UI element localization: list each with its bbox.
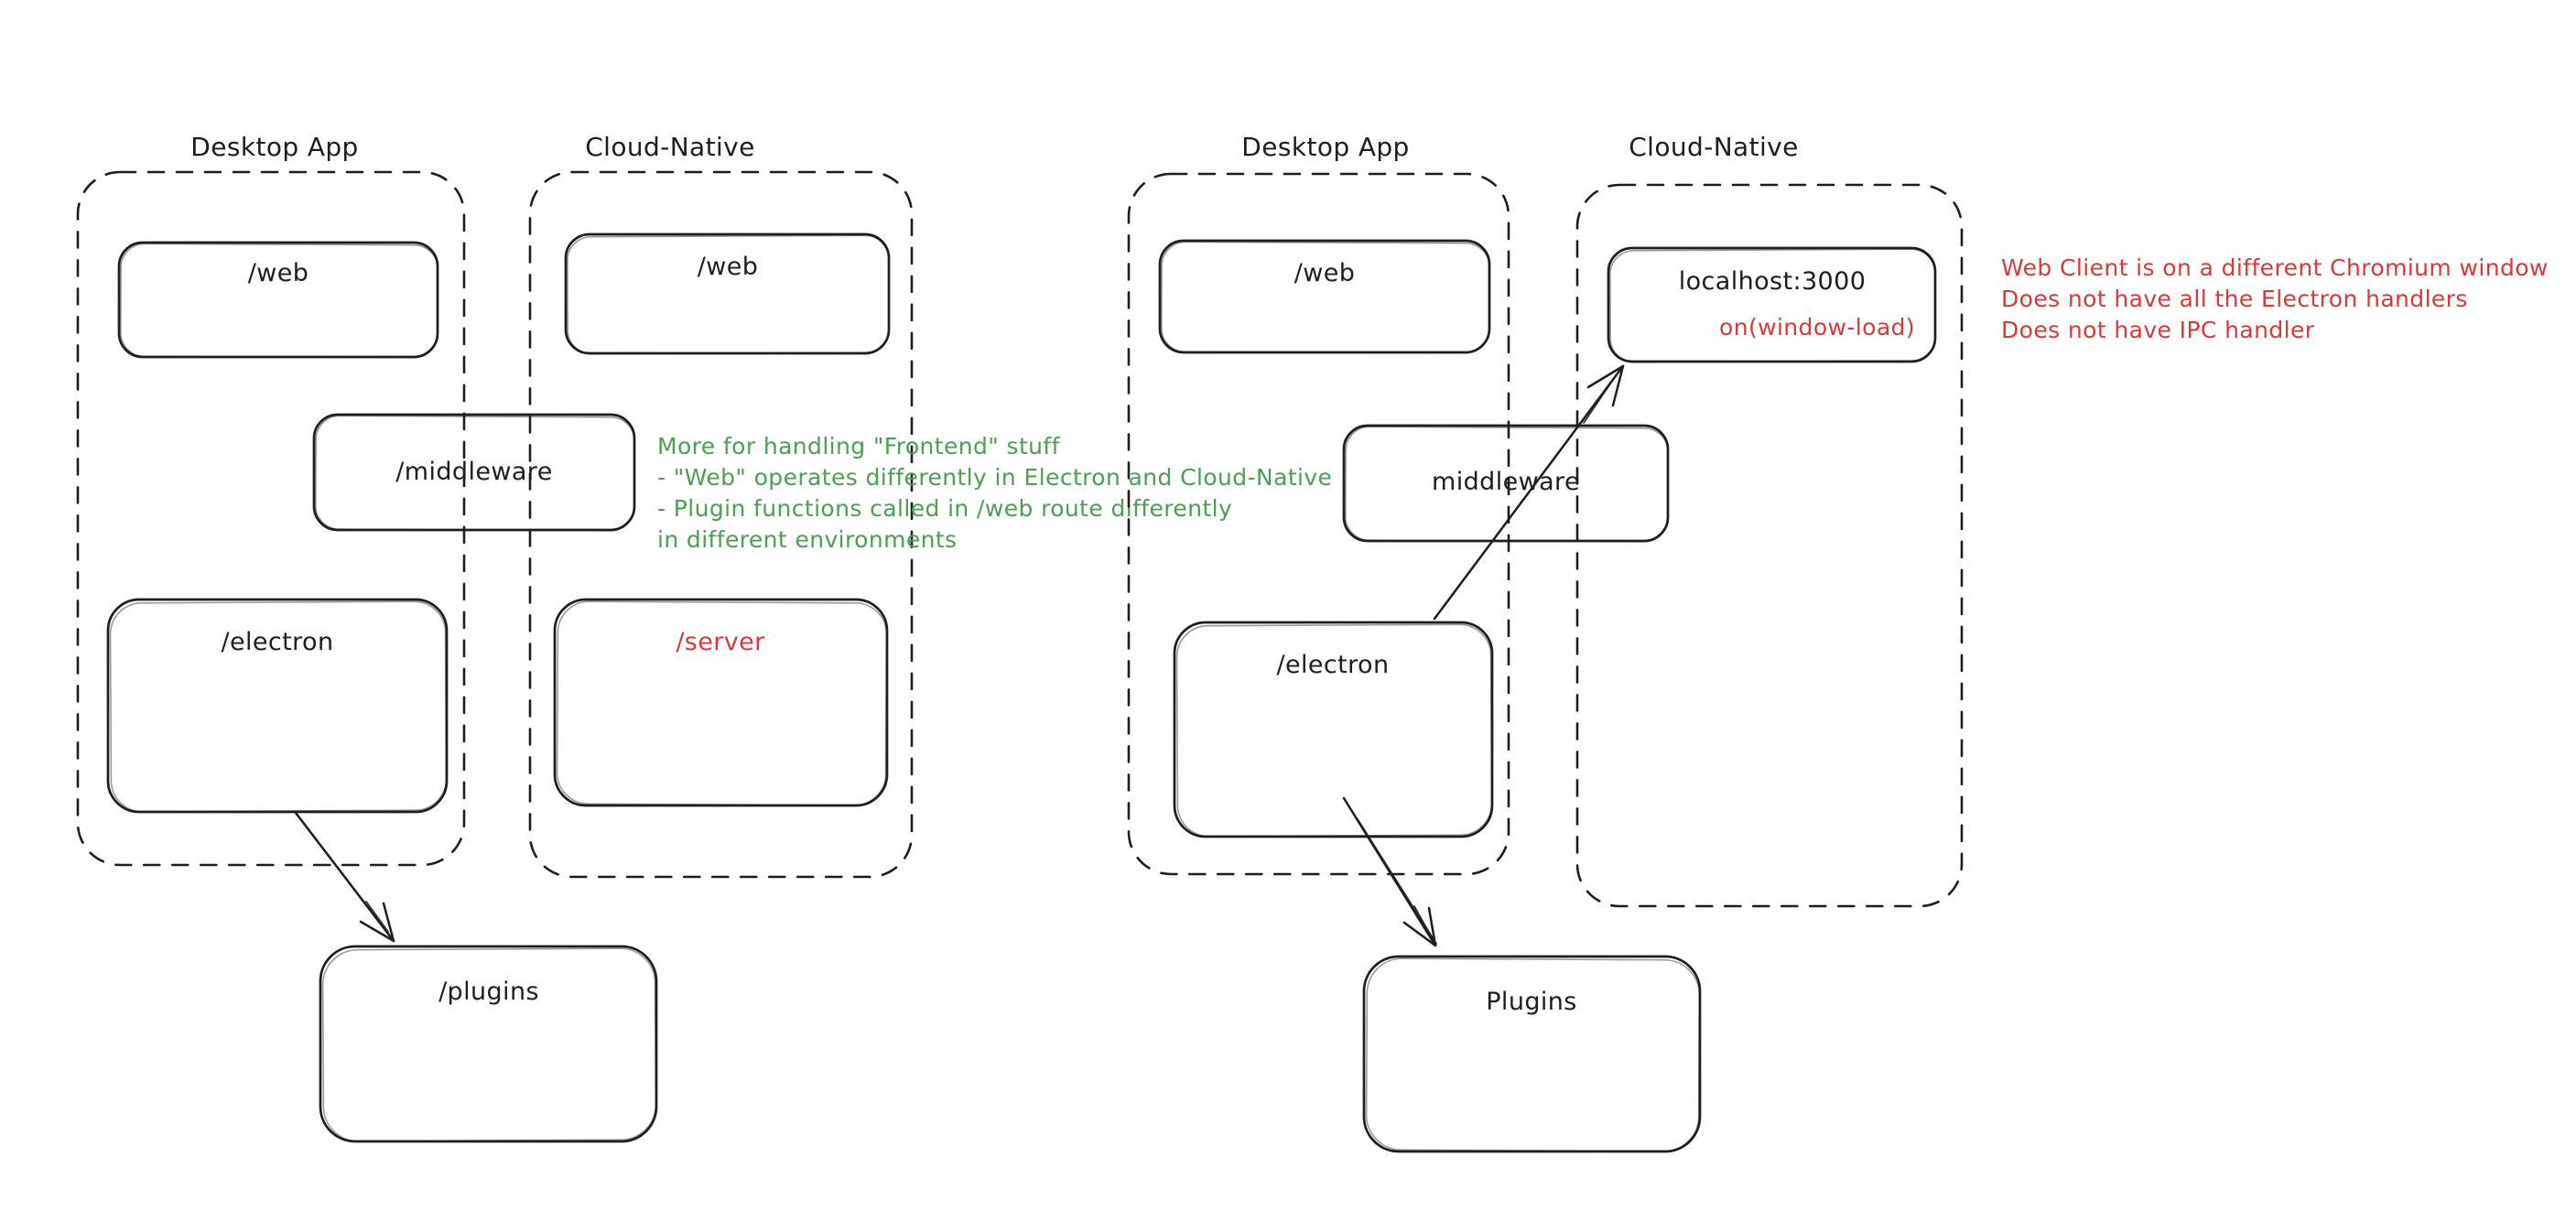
- right-cloud-native-container[interactable]: Cloud-Native: [1575, 132, 1964, 908]
- left-plugins-box[interactable]: /plugins: [319, 945, 658, 1143]
- left-plugins-label: /plugins: [438, 978, 539, 1006]
- box-outline: [1342, 424, 1670, 543]
- right-desktop-web-box[interactable]: /web: [1158, 239, 1491, 354]
- left-server-label: /server: [676, 628, 765, 656]
- arrow-sketch-stroke: [1583, 376, 1616, 424]
- frontend-note-line-2: - "Web" operates differently in Electron…: [657, 464, 1332, 491]
- arrow-shaft: [294, 811, 395, 943]
- box-sketch-stroke: [1161, 241, 1490, 354]
- frontend-note-line-3: - Plugin functions called in /web route …: [657, 495, 1232, 522]
- window-load-label: on(window-load): [1719, 314, 1915, 340]
- box-sketch-stroke: [120, 243, 438, 359]
- arrowhead-barb: [1611, 364, 1625, 407]
- box-outline: [312, 413, 636, 532]
- left-electron-to-plugins-arrow[interactable]: [294, 811, 395, 943]
- box-sketch-stroke: [556, 600, 888, 806]
- box-outline: [1158, 239, 1491, 354]
- arrowhead-barb: [382, 902, 395, 943]
- web-client-note-line-2: Does not have all the Electron handlers: [2001, 286, 2468, 312]
- web-client-note-line-3: Does not have IPC handler: [2001, 317, 2315, 343]
- box-sketch-stroke: [1365, 957, 1701, 1152]
- box-sketch-stroke: [567, 234, 890, 355]
- frontend-note[interactable]: More for handling "Frontend" stuff - "We…: [657, 433, 1332, 553]
- left-cloud-web-label: /web: [698, 253, 759, 281]
- left-desktop-app-label: Desktop App: [190, 132, 358, 162]
- right-desktop-app-container[interactable]: Desktop App: [1127, 132, 1510, 876]
- left-cloud-web-box[interactable]: /web: [564, 232, 891, 355]
- box-outline: [1607, 246, 1937, 363]
- arrowhead-barb: [1586, 364, 1625, 389]
- arrowhead-barb: [1427, 906, 1437, 947]
- localhost-box[interactable]: localhost:3000 on(window-load): [1607, 246, 1937, 363]
- box-sketch-stroke: [109, 600, 448, 813]
- box-sketch-stroke: [1345, 426, 1669, 543]
- right-plugins-label: Plugins: [1486, 988, 1577, 1016]
- web-client-note[interactable]: Web Client is on a different Chromium wi…: [2001, 254, 2549, 343]
- web-client-note-line-1: Web Client is on a different Chromium wi…: [2001, 254, 2549, 281]
- right-electron-label: /electron: [1277, 651, 1390, 679]
- left-server-box[interactable]: /server: [553, 598, 889, 807]
- box-outline: [106, 598, 449, 814]
- frontend-note-line-4: in different environments: [657, 526, 957, 553]
- left-cloud-native-frame: [528, 170, 914, 879]
- right-desktop-web-label: /web: [1294, 259, 1356, 287]
- right-desktop-app-frame: [1127, 172, 1510, 876]
- box-sketch-stroke: [1609, 248, 1936, 363]
- box-outline: [319, 945, 658, 1143]
- frontend-note-line-1: More for handling "Frontend" stuff: [657, 433, 1061, 459]
- right-cloud-native-label: Cloud-Native: [1629, 132, 1799, 162]
- box-outline: [1173, 621, 1494, 838]
- arrow-sketch-stroke: [1413, 905, 1434, 942]
- arrowhead-barb: [1402, 921, 1437, 947]
- box-sketch-stroke: [1175, 623, 1493, 838]
- box-outline: [553, 598, 889, 807]
- left-middleware-label: /middleware: [395, 458, 552, 486]
- localhost-label: localhost:3000: [1679, 267, 1867, 296]
- right-desktop-app-label: Desktop App: [1241, 132, 1409, 162]
- right-middleware-label: middleware: [1432, 468, 1580, 496]
- left-cloud-native-label: Cloud-Native: [585, 132, 755, 162]
- box-sketch-stroke: [315, 415, 635, 532]
- right-middleware-box[interactable]: middleware: [1342, 424, 1670, 543]
- left-desktop-web-label: /web: [248, 259, 309, 287]
- box-sketch-stroke: [321, 947, 657, 1142]
- left-cloud-native-container[interactable]: Cloud-Native: [528, 132, 914, 879]
- left-electron-label: /electron: [222, 628, 334, 656]
- right-electron-box[interactable]: /electron: [1173, 621, 1494, 838]
- right-plugins-box[interactable]: Plugins: [1362, 955, 1702, 1153]
- box-outline: [1362, 955, 1702, 1153]
- right-cloud-native-frame: [1575, 183, 1964, 908]
- left-desktop-app-frame: [76, 170, 466, 867]
- arrow-shaft: [1433, 364, 1625, 621]
- box-outline: [117, 241, 439, 359]
- left-electron-box[interactable]: /electron: [106, 598, 449, 814]
- left-desktop-web-box[interactable]: /web: [117, 241, 439, 359]
- left-middleware-box[interactable]: /middleware: [312, 413, 636, 532]
- box-outline: [564, 232, 891, 355]
- left-desktop-app-container[interactable]: Desktop App: [76, 132, 466, 867]
- arrow-sketch-stroke: [365, 901, 389, 933]
- arrowhead-barb: [359, 920, 395, 943]
- right-electron-to-plugins-arrow[interactable]: [1342, 796, 1437, 947]
- electron-to-localhost-arrow[interactable]: [1433, 364, 1625, 621]
